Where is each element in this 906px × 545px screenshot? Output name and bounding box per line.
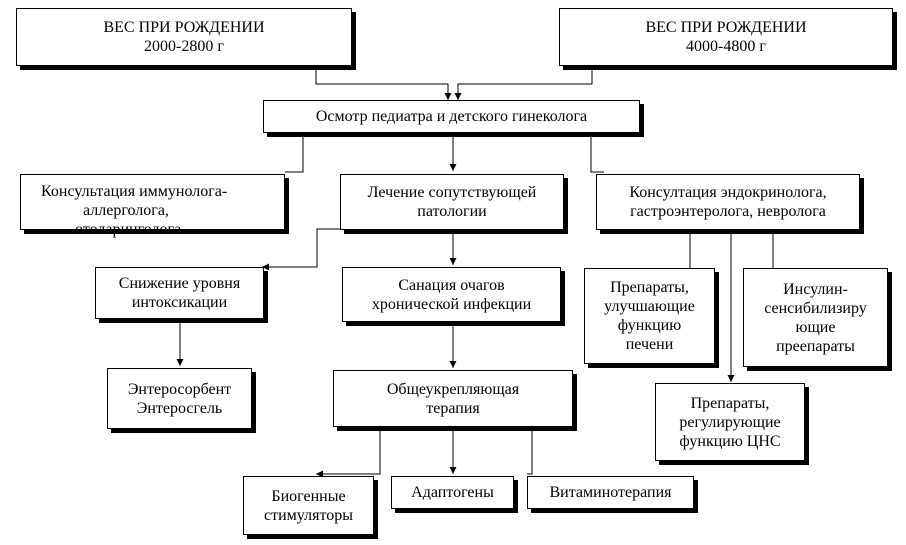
- box-text: отоларинголога: [75, 221, 182, 238]
- box-text: Адаптогены: [411, 484, 494, 501]
- box-text: Снижение уровня: [118, 275, 241, 292]
- box-enterosorbent: Энтеросорбент Энтеросгель: [107, 368, 252, 429]
- box-text: 4000-4800 г: [686, 38, 766, 55]
- box-text: Энтеросорбент: [127, 380, 232, 398]
- box-text: Общеукрепляющая: [386, 380, 520, 398]
- box-text: Витаминотерапия: [549, 484, 672, 501]
- connector-exam-to-immuno: [285, 134, 304, 173]
- box-text: Осмотр педиатра и детского гинеколога: [315, 108, 588, 125]
- box-vitamin-therapy: Витаминотерапия: [527, 476, 694, 509]
- box-text: улучшающие: [604, 298, 695, 315]
- connector-exam-to-endo: [590, 134, 604, 173]
- box-text: ВЕС ПРИ РОЖДЕНИИ: [103, 19, 265, 36]
- box-text: Энтеросгель: [136, 399, 223, 417]
- box-cns-drugs: Препараты, регулирующие функцию ЦНС: [655, 383, 805, 461]
- box-text: гастроэнтеролога, невролога: [630, 203, 826, 220]
- box-text: Лечение сопутствующей: [367, 184, 537, 201]
- box-text: стимуляторы: [264, 506, 353, 524]
- box-text: Санация очагов: [398, 276, 505, 294]
- connector-treatment-to-intox: [262, 228, 340, 271]
- box-biogenic-stimulators: Биогенные стимуляторы: [243, 476, 374, 535]
- box-text: ВЕС ПРИ РОЖДЕНИИ: [645, 19, 807, 36]
- box-text: аллерголога,: [83, 202, 169, 219]
- box-immunologist-consult: Консультация иммунолога- аллерголога, от…: [20, 174, 285, 238]
- box-text: хронической инфекции: [371, 295, 532, 313]
- box-insulin-sensitizers: Инсулин- сенсибилизиру ющие преепараты: [743, 268, 888, 367]
- box-adaptogens: Адаптогены: [391, 476, 514, 509]
- box-text: функцию: [617, 317, 682, 334]
- box-text: сенсибилизиру: [764, 299, 867, 317]
- box-text: Инсулин-: [783, 280, 848, 298]
- box-general-strengthening: Общеукрепляющая терапия: [333, 370, 573, 427]
- box-text: печени: [625, 336, 674, 353]
- connector-general-to-biogenic: [316, 428, 381, 478]
- box-text: Препараты,: [610, 279, 689, 296]
- box-text: Консултация эндокринолога,: [629, 184, 827, 201]
- box-text: преепараты: [776, 337, 855, 355]
- box-text: регулирующие: [679, 413, 781, 431]
- box-text: функцию ЦНС: [679, 432, 781, 450]
- box-endocrinologist-consult: Консултация эндокринолога, гастроэнтерол…: [596, 174, 860, 230]
- box-birth-weight-high: ВЕС ПРИ РОЖДЕНИИ 4000-4800 г: [559, 8, 893, 66]
- box-text: интоксикации: [131, 294, 228, 311]
- box-text: Консультация иммунолога-: [41, 183, 228, 200]
- box-liver-drugs: Препараты, улучшающие функцию печени: [584, 268, 715, 364]
- box-pediatric-exam: Осмотр педиатра и детского гинеколога: [263, 100, 640, 133]
- box-text: Препараты,: [690, 394, 770, 412]
- box-text: патологии: [417, 203, 487, 220]
- box-infection-sanation: Санация очагов хронической инфекции: [342, 267, 561, 322]
- connector-general-to-vitamins: [527, 428, 533, 475]
- box-text: терапия: [426, 399, 480, 417]
- connector-birth-high-to-exam: [454, 67, 593, 100]
- box-text: Биогенные: [271, 487, 346, 505]
- box-birth-weight-low: ВЕС ПРИ РОЖДЕНИИ 2000-2800 г: [16, 8, 352, 66]
- box-text: ющие: [795, 318, 836, 336]
- connector-birth-low-to-exam: [315, 67, 452, 100]
- box-comorbidity-treatment: Лечение сопутствующей патологии: [340, 174, 564, 230]
- box-intoxication-reduction: Снижение уровня интоксикации: [95, 267, 264, 319]
- box-text: 2000-2800 г: [144, 38, 224, 55]
